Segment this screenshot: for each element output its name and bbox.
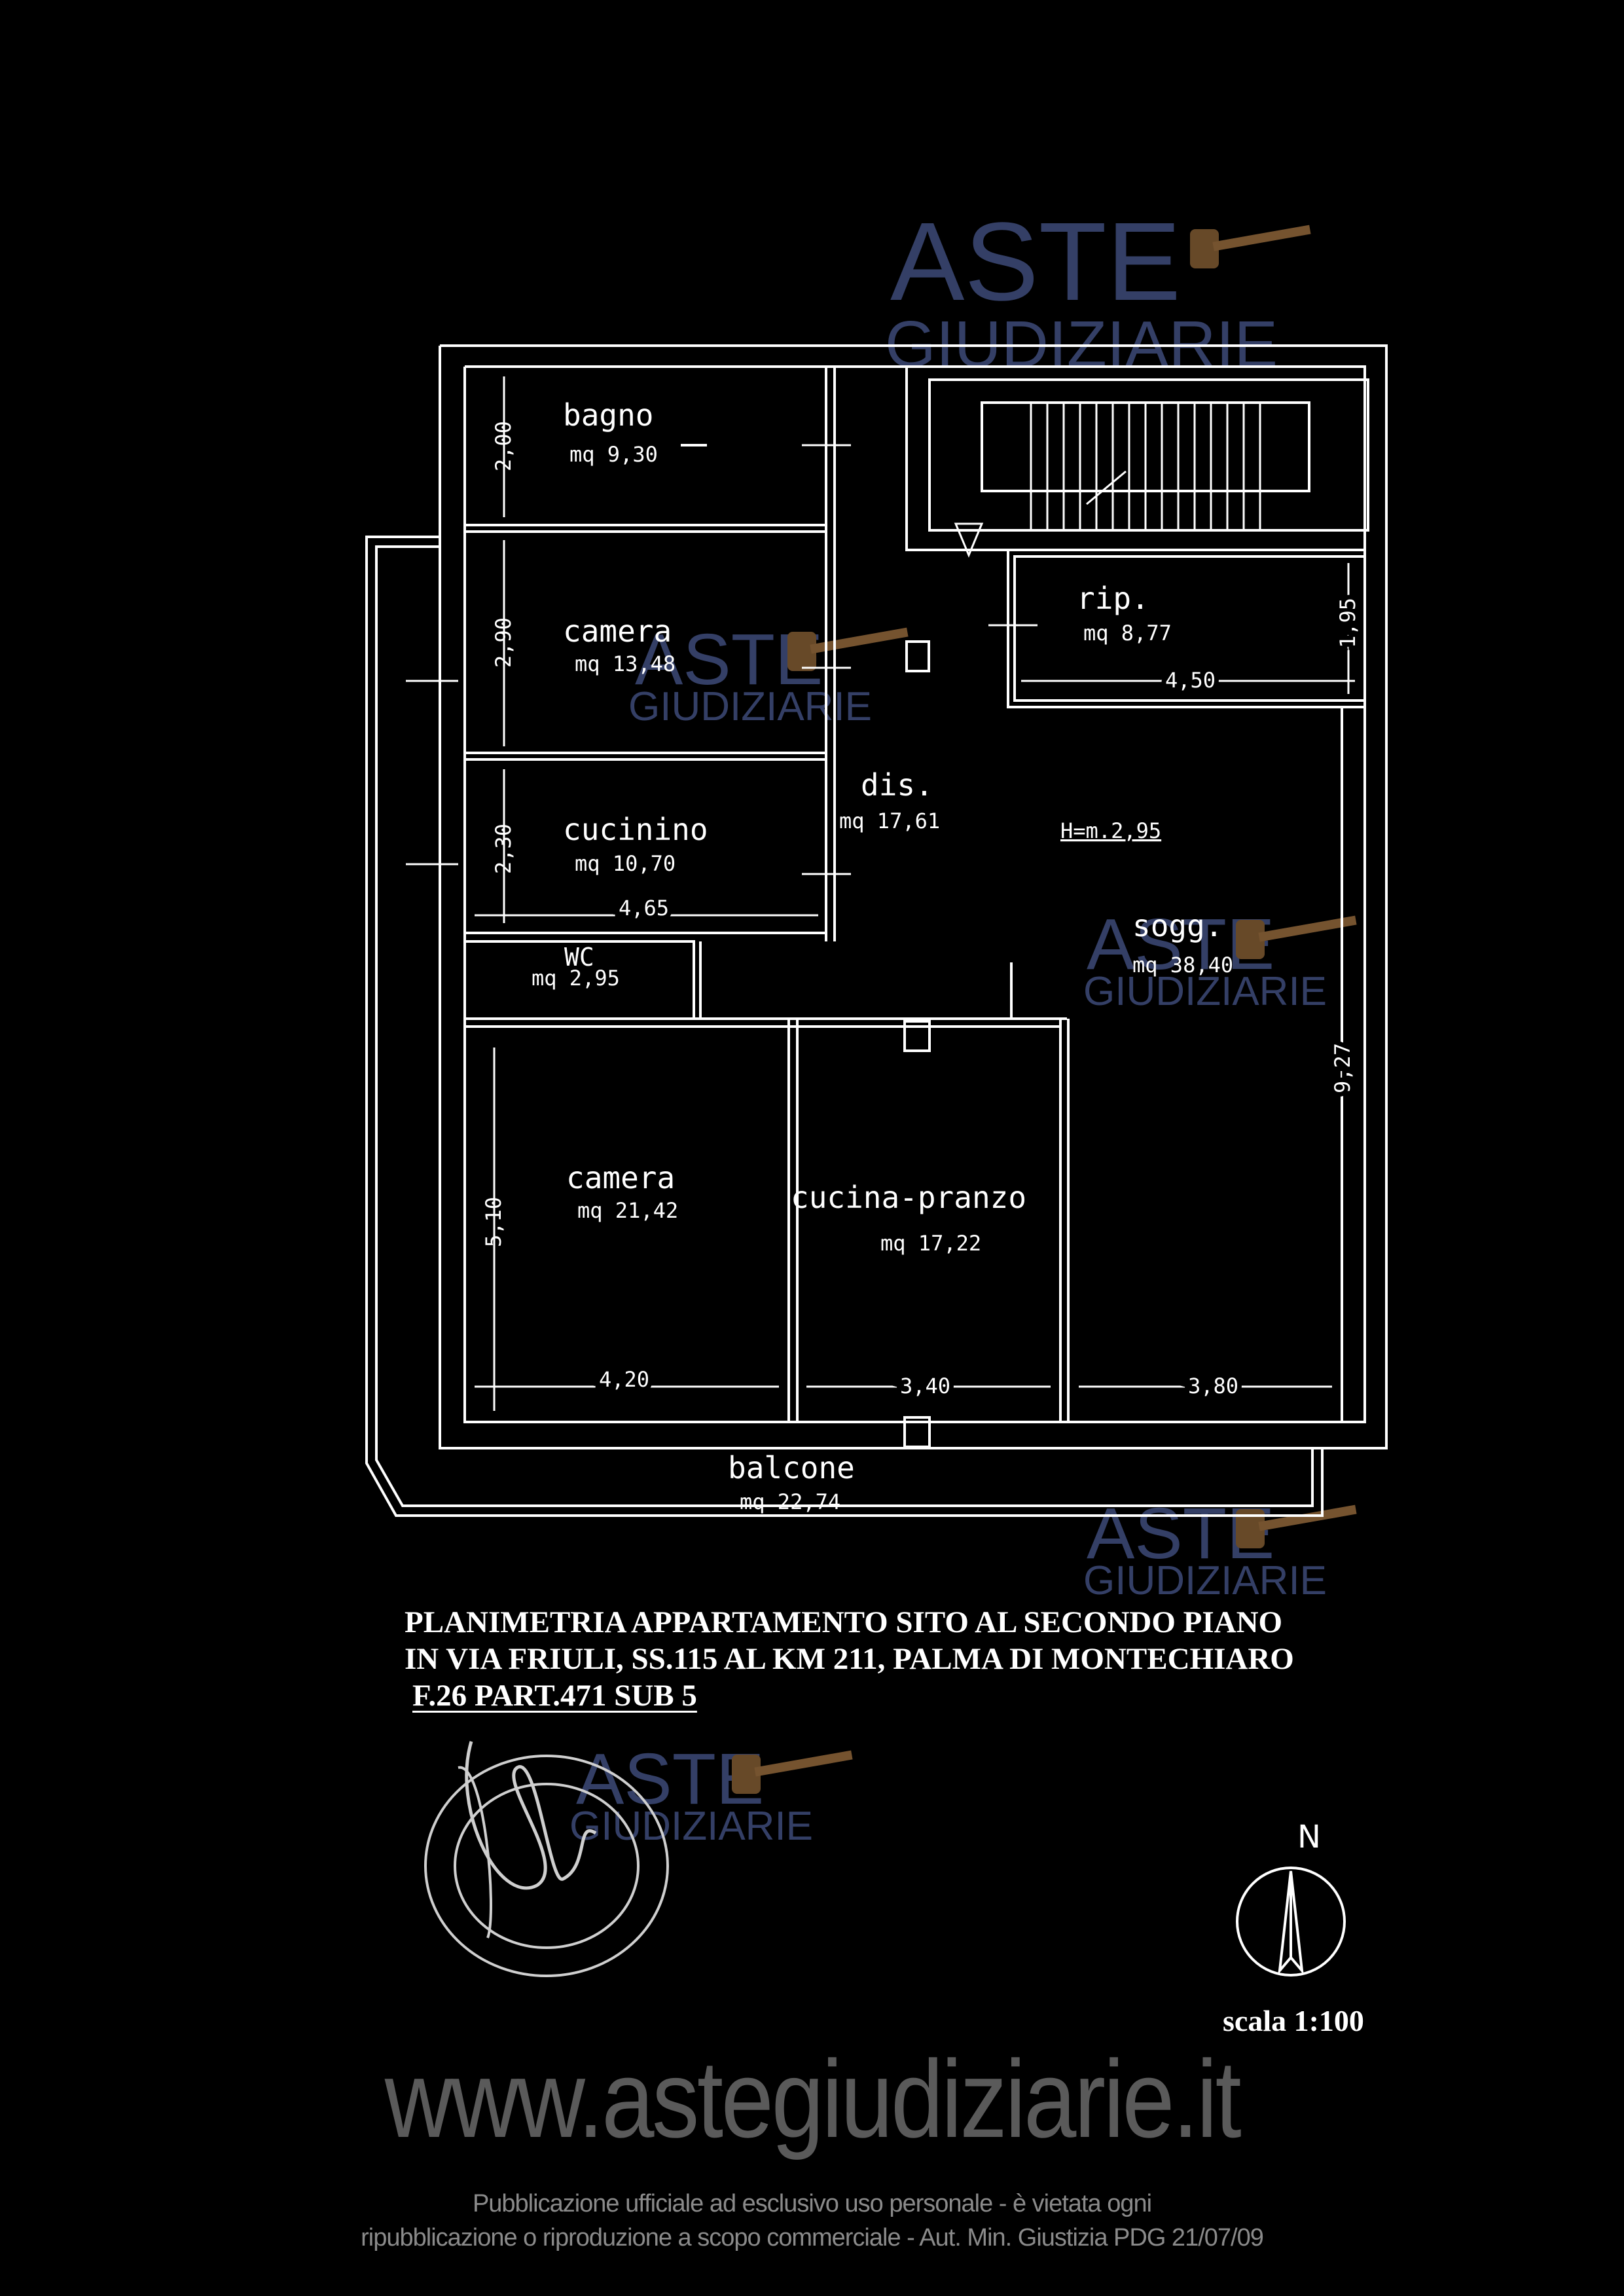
website-watermark: www.astegiudiziarie.it xyxy=(384,2037,1242,2160)
room-area-dis: mq 17,61 xyxy=(839,809,940,833)
room-name-balcone: balcone xyxy=(728,1450,855,1485)
dimension-labels: 2,00 2,90 2,30 4,65 5,10 4,20 3,40 3,80 … xyxy=(481,421,1365,1403)
watermark-logo: ASTE GIUDIZIARIE xyxy=(885,200,1311,381)
dim-camera1-height: 2,90 xyxy=(491,617,516,668)
plan-title-line3: F.26 PART.471 SUB 5 xyxy=(412,1679,697,1713)
room-name-camera1: camera xyxy=(563,613,672,649)
room-name-bagno: bagno xyxy=(563,397,653,433)
dim-rip-height: 1,95 xyxy=(1335,598,1360,648)
dimension-lines xyxy=(406,376,1355,1411)
north-label: N xyxy=(1297,1819,1321,1855)
walls xyxy=(365,344,1388,1517)
room-area-balcone: mq 22,74 xyxy=(740,1489,840,1514)
scale-label: scala 1:100 xyxy=(1223,2004,1364,2037)
dim-sogg-width: 3,80 xyxy=(1188,1374,1238,1398)
room-area-cucina: mq 17,22 xyxy=(880,1231,981,1256)
plan-title-line1: PLANIMETRIA APPARTAMENTO SITO AL SECONDO… xyxy=(405,1605,1283,1639)
room-area-cucinino: mq 10,70 xyxy=(575,851,676,876)
stamp-seal xyxy=(424,1741,669,1977)
dim-camera2-width: 4,20 xyxy=(599,1367,649,1392)
svg-text:GIUDIZIARIE: GIUDIZIARIE xyxy=(569,1804,813,1849)
room-name-camera2: camera xyxy=(566,1160,675,1195)
room-area-rip: mq 8,77 xyxy=(1083,621,1172,646)
room-name-cucinino: cucinino xyxy=(563,812,708,847)
dim-sogg-height: 9,27 xyxy=(1330,1043,1355,1093)
svg-text:ASTE: ASTE xyxy=(890,200,1181,324)
disclaimer-line1: Pubblicazione ufficiale ad esclusivo uso… xyxy=(472,2190,1152,2217)
room-area-camera2: mq 21,42 xyxy=(577,1198,678,1223)
dim-rip-width: 4,50 xyxy=(1165,668,1216,693)
north-arrow-icon xyxy=(1236,1867,1346,1977)
dim-camera2-height: 5,10 xyxy=(481,1197,506,1247)
room-name-cucina: cucina-pranzo xyxy=(791,1180,1026,1215)
svg-text:GIUDIZIARIE: GIUDIZIARIE xyxy=(1083,969,1327,1014)
watermark-logo: ASTE GIUDIZIARIE xyxy=(1083,1493,1357,1603)
svg-text:GIUDIZIARIE: GIUDIZIARIE xyxy=(628,684,872,729)
svg-text:GIUDIZIARIE: GIUDIZIARIE xyxy=(1083,1558,1327,1603)
plan-title: PLANIMETRIA APPARTAMENTO SITO AL SECONDO… xyxy=(405,1604,1294,1714)
room-labels: bagno mq 9,30 camera mq 13,48 cucinino m… xyxy=(532,397,1233,1514)
staircase xyxy=(954,403,1261,558)
room-name-wc: WC xyxy=(564,943,594,972)
watermark-logo: ASTE GIUDIZIARIE xyxy=(1083,904,1357,1014)
disclaimer-line2: ripubblicazione o riproduzione a scopo c… xyxy=(361,2224,1264,2251)
legal-disclaimer: Pubblicazione ufficiale ad esclusivo uso… xyxy=(0,2187,1624,2255)
watermark-logo: ASTE GIUDIZIARIE xyxy=(569,1739,853,1849)
dim-cucinino-width: 4,65 xyxy=(619,896,669,920)
room-area-bagno: mq 9,30 xyxy=(569,442,658,467)
plan-title-line2: IN VIA FRIULI, SS.115 AL KM 211, PALMA D… xyxy=(405,1642,1294,1676)
room-name-dis: dis. xyxy=(861,767,933,803)
room-area-camera1: mq 13,48 xyxy=(575,651,676,676)
room-name-sogg: sogg. xyxy=(1132,908,1223,943)
room-area-wc: mq 2,95 xyxy=(532,966,620,991)
dim-bagno-height: 2,00 xyxy=(491,421,516,471)
height-label: H=m.2,95 xyxy=(1060,818,1161,843)
room-name-rip: rip. xyxy=(1077,581,1149,616)
dim-cucina-width: 3,40 xyxy=(900,1374,950,1398)
room-area-sogg: mq 38,40 xyxy=(1132,953,1233,977)
dim-cucinino-height: 2,30 xyxy=(491,824,516,874)
watermark-logo: ASTE GIUDIZIARIE xyxy=(628,619,909,729)
